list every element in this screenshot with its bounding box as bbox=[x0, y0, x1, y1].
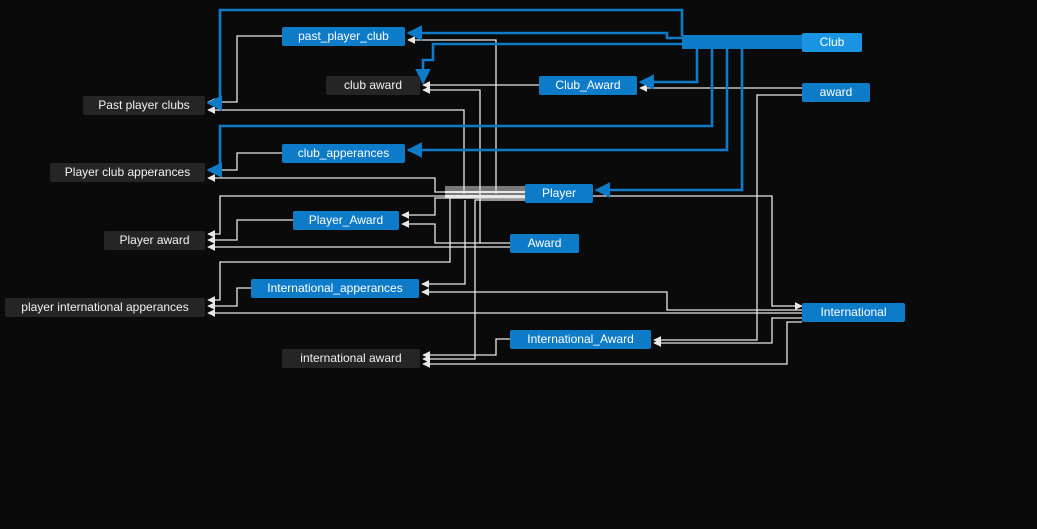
node-club-award-table[interactable]: Club_Award bbox=[539, 76, 637, 95]
edge-award-to-player-award-table bbox=[401, 220, 510, 244]
edge-international-to-international-award-table bbox=[653, 317, 802, 347]
edge-club-apperances-to-player-club-apperances bbox=[207, 152, 282, 174]
edge-player-to-player-international-apperances bbox=[207, 197, 525, 304]
edge-player-international-link bbox=[593, 195, 803, 310]
node-past-player-clubs[interactable]: Past player clubs bbox=[83, 96, 205, 115]
node-club-apperances[interactable]: club_apperances bbox=[282, 144, 405, 163]
edge-past-player-club-to-past-player-clubs bbox=[207, 35, 282, 106]
edge-club-to-past-player-club bbox=[406, 25, 682, 41]
node-player-award[interactable]: Player award bbox=[104, 231, 205, 250]
node-player-award-table[interactable]: Player_Award bbox=[293, 211, 399, 230]
edge-international-award-table-to-international-award bbox=[422, 338, 510, 359]
node-international-award-table[interactable]: International_Award bbox=[510, 330, 651, 349]
edge-award-to-club-award bbox=[422, 86, 481, 243]
node-international-apperances[interactable]: International_apperances bbox=[251, 279, 419, 298]
edge-player-to-player-award bbox=[207, 195, 525, 238]
edge-player-to-past-player-clubs bbox=[207, 106, 465, 194]
node-award[interactable]: Award bbox=[510, 234, 579, 253]
edge-club-to-player-club-apperances bbox=[206, 44, 714, 178]
node-past-player-club[interactable]: past_player_club bbox=[282, 27, 405, 46]
node-international-award[interactable]: international award bbox=[282, 349, 420, 368]
edge-international-apperances-to-player-international-apperances bbox=[207, 287, 251, 310]
node-award-source[interactable]: award bbox=[802, 83, 870, 102]
edge-player-to-past-player-club bbox=[407, 36, 497, 194]
node-international[interactable]: International bbox=[802, 303, 905, 322]
edge-club-to-club-award bbox=[415, 42, 682, 85]
edge-international-to-international-award bbox=[422, 321, 802, 368]
node-club-award[interactable]: club award bbox=[326, 76, 420, 95]
edge-player-to-player-club-apperances bbox=[207, 174, 525, 193]
node-club[interactable]: Club bbox=[802, 33, 862, 52]
node-player[interactable]: Player bbox=[525, 184, 593, 203]
edge-club-to-player bbox=[594, 44, 744, 198]
edge-player-award-table-to-player-award bbox=[207, 219, 293, 244]
edge-player-to-international-apperances bbox=[421, 200, 466, 288]
edge-award-source-to-international-award-table bbox=[653, 94, 802, 344]
edge-club-to-past-player-clubs bbox=[206, 8, 684, 111]
edge-player-to-international-award bbox=[422, 199, 525, 363]
node-player-club-apperances[interactable]: Player club apperances bbox=[50, 163, 205, 182]
edge-international-to-international-apperances bbox=[421, 288, 802, 311]
club-edge-bus bbox=[682, 35, 802, 49]
edge-club-to-club-apperances bbox=[406, 44, 729, 158]
node-player-international-apperances[interactable]: player international apperances bbox=[5, 298, 205, 317]
edge-club-to-club-award-table bbox=[638, 44, 699, 90]
